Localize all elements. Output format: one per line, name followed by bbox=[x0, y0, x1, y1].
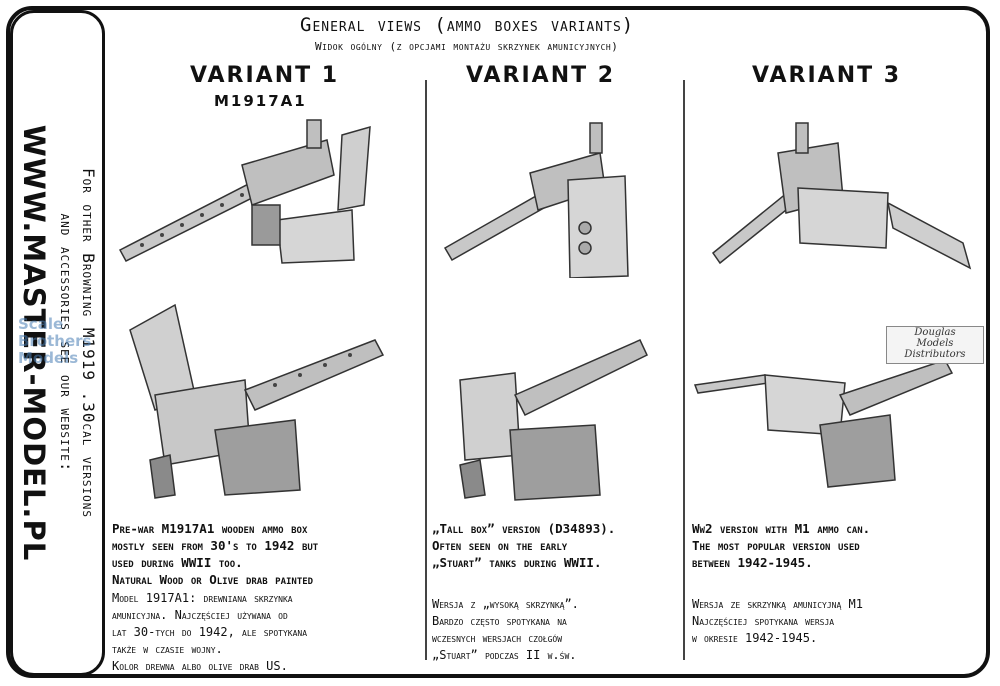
column-divider-1 bbox=[425, 80, 427, 660]
variant-1-model: M1917A1 bbox=[214, 92, 307, 110]
variant-3-gun-side-view bbox=[711, 122, 972, 270]
variant-1-gun-side-view bbox=[118, 119, 371, 264]
watermark-douglas-models: Douglas Models Distributors bbox=[886, 326, 984, 364]
sidebar: For other Browning M1919 .30cal versions… bbox=[10, 10, 105, 676]
page-subtitle: Widok ogólny (z opcjami montażu skrzynek… bbox=[315, 40, 619, 53]
variant-1-description-en: Pre-war M1917A1 wooden ammo box mostly s… bbox=[112, 521, 319, 587]
watermark-scale-brothers: Scale Brothers Models bbox=[18, 315, 92, 367]
variant-3-heading: VARIANT 3 bbox=[752, 63, 902, 88]
variant-2-description-pl: Wersja z „wysoką skrzynką”. Bardzo częst… bbox=[432, 597, 579, 662]
variant-1-heading: VARIANT 1 bbox=[190, 63, 340, 88]
column-divider-2 bbox=[683, 80, 685, 660]
page-title: General views (ammo boxes variants) bbox=[300, 14, 635, 36]
variant-3-gun-rear-view bbox=[693, 359, 954, 488]
variant-2-gun-side-view bbox=[443, 122, 629, 278]
variant-2-heading: VARIANT 2 bbox=[466, 63, 616, 88]
variant-3-description-pl: Wersja ze skrzynką amunicyjną M1 Najczęś… bbox=[692, 597, 863, 645]
variant-2-gun-rear-view bbox=[459, 339, 648, 501]
variant-2-description-en: „Tall box” version (D34893). Often seen … bbox=[432, 521, 616, 570]
variant-1-description-pl: Model 1917A1: drewniana skrzynka amunicy… bbox=[112, 591, 308, 673]
variant-1-gun-rear-view bbox=[129, 303, 385, 499]
variant-3-description-en: Ww2 version with M1 ammo can. The most p… bbox=[692, 521, 871, 570]
